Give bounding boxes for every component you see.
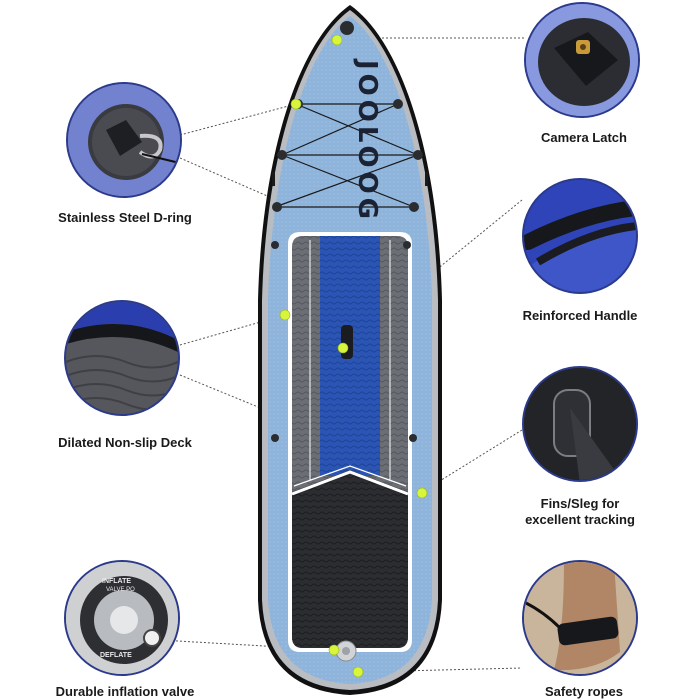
camera-latch-label: Camera Latch [541,130,627,145]
brand-logo: JOOLOOG [352,60,382,224]
valve-icon [66,562,178,674]
valve-sub-text: VALVE PO [106,587,135,593]
valve-inflate-text: INFLATE [102,578,132,585]
deck-label: Dilated Non-slip Deck [58,435,192,450]
bungee-cords [274,103,419,208]
deck-detail [64,300,180,416]
handle-label: Reinforced Handle [522,308,638,323]
handle-detail [522,178,638,294]
valve-deflate-text: DEFLATE [100,652,132,659]
camera-latch-detail [524,2,640,118]
deck-pad-icon [66,302,178,414]
handle-icon [524,180,636,292]
fins-label-line-2: excellent tracking [525,512,635,527]
d-ring-label: Stainless Steel D-ring [58,210,192,225]
ropes-detail [522,560,638,676]
d-ring-icon [68,84,180,196]
camera-mount-icon [340,21,354,35]
deck-pad [288,232,412,652]
camera-mount-icon [526,4,638,116]
leash-icon [524,562,636,674]
fins-detail [522,366,638,482]
fins-label-line-1: Fins/Sleg for [540,496,620,511]
fin-icon [524,368,636,480]
ropes-label: Safety ropes [544,684,624,699]
d-ring-detail [66,82,182,198]
valve-detail: INFLATE VALVE PO DEFLATE [64,560,180,676]
valve-label: Durable inflation valve [55,684,195,699]
callout-dots [279,34,428,678]
